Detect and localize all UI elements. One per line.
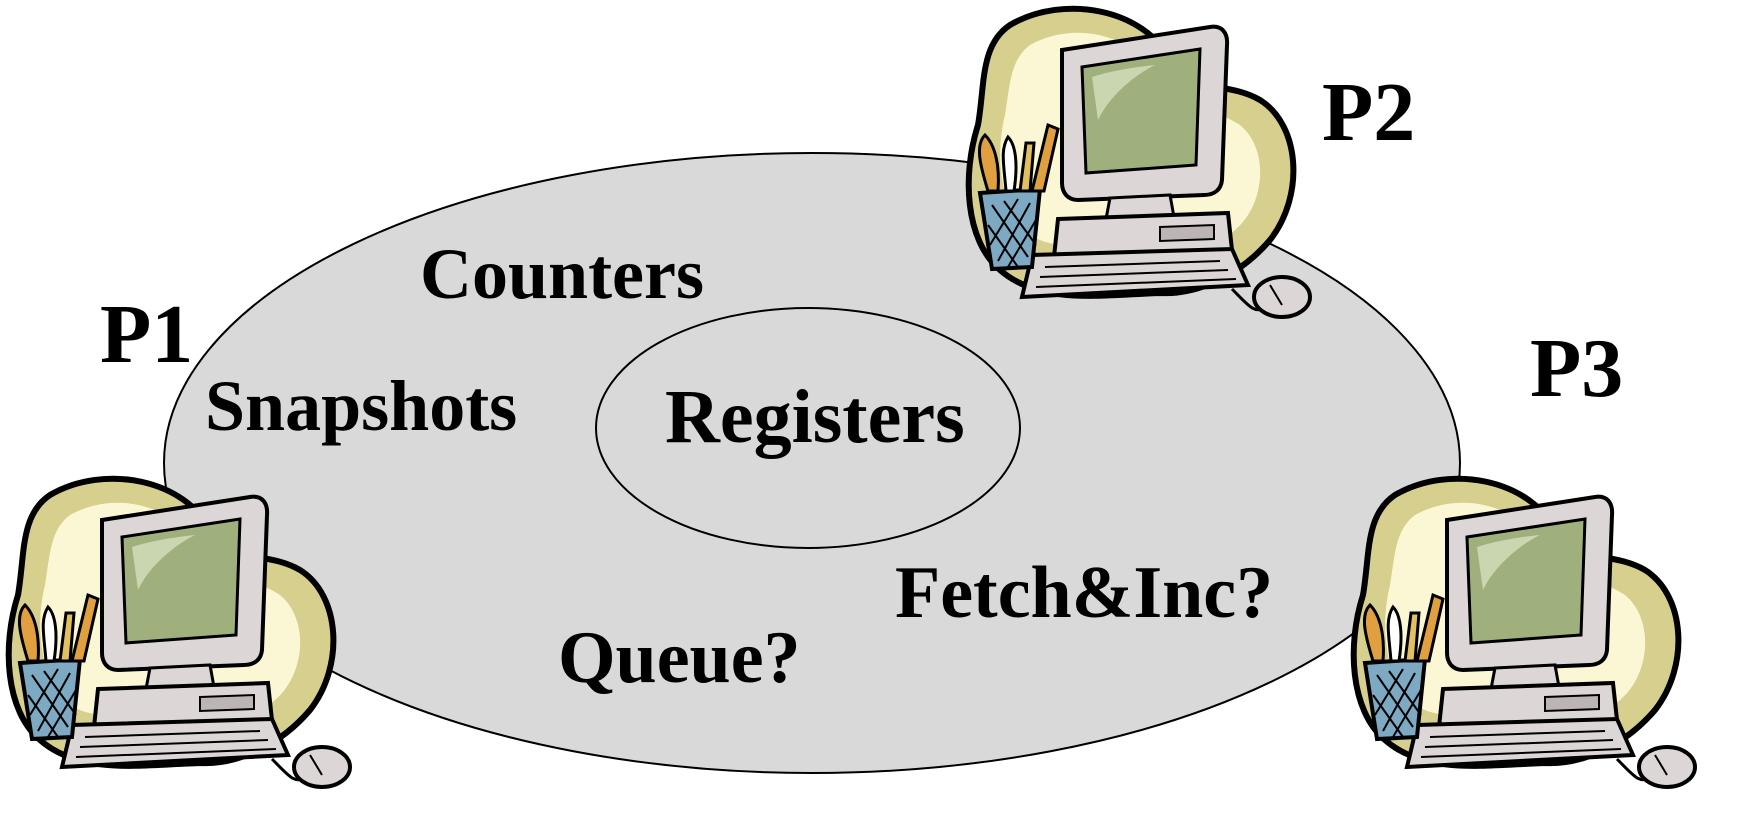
process-label-p3: P3 [1530, 322, 1623, 415]
object-label-snapshots: Snapshots [205, 366, 517, 446]
registers-ellipse [595, 307, 1021, 549]
object-label-fetch-inc: Fetch&Inc? [895, 552, 1273, 634]
computer-icon [1354, 479, 1695, 787]
process-label-p2: P2 [1322, 66, 1415, 159]
process-label-p1: P1 [100, 288, 193, 381]
object-label-counters: Counters [420, 234, 704, 314]
object-label-registers: Registers [665, 375, 965, 459]
object-label-queue: Queue? [558, 617, 801, 699]
